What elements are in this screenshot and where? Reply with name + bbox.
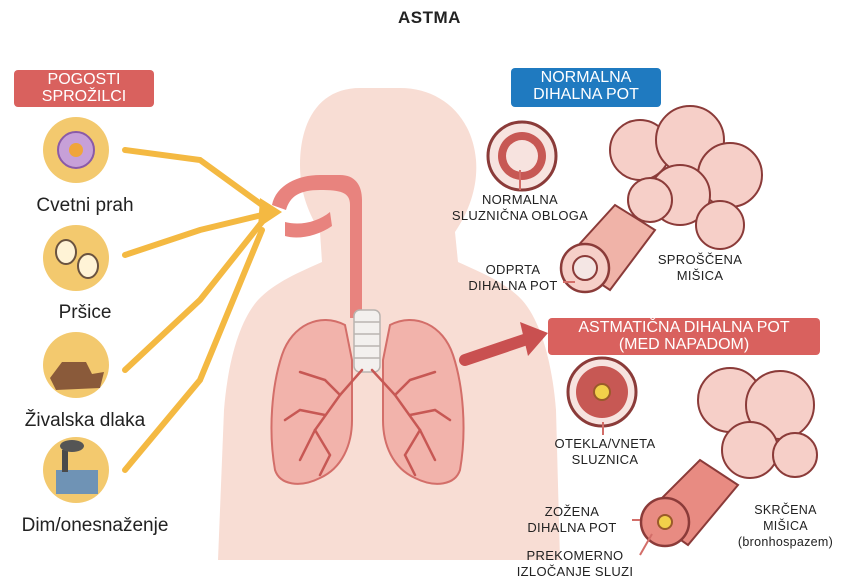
page-title: ASTMA (0, 8, 859, 28)
dust-mite-icon (43, 225, 109, 291)
trigger-label-pets: Živalska dlaka (0, 410, 170, 432)
normal-lining-label: NORMALNA SLUZNIČNA OBLOGA (430, 192, 610, 224)
trigger-label-smoke: Dim/onesnaženje (0, 515, 190, 537)
normal-airway-cross-section (488, 122, 556, 190)
pets-icon (43, 332, 109, 398)
constricted-muscle-line3: (bronhospazem) (718, 534, 853, 550)
excess-mucus-line1: PREKOMERNO (500, 548, 650, 564)
narrowed-airway-line1: ZOŽENA (512, 504, 632, 520)
excess-mucus-label: PREKOMERNO IZLOČANJE SLUZI (500, 548, 650, 580)
trigger-label-pollen: Cvetni prah (0, 195, 170, 217)
swollen-lining-line2: SLUZNICA (535, 452, 675, 468)
trachea (354, 310, 380, 372)
constricted-muscle-line2: MIŠICA (718, 518, 853, 534)
asthmatic-airway-cross-section (568, 358, 636, 426)
asthmatic-heading-line1: ASTMATIČNA DIHALNA POT (548, 319, 820, 336)
open-airway-line1: ODPRTA (458, 262, 568, 278)
constricted-muscle-label: SKRČENA MIŠICA (bronhospazem) (718, 502, 853, 550)
normal-airway-heading-line1: NORMALNA (511, 69, 661, 86)
relaxed-muscle-label: SPROŠČENA MIŠICA (640, 252, 760, 284)
relaxed-muscle-line1: SPROŠČENA (640, 252, 760, 268)
open-airway-label: ODPRTA DIHALNA POT (458, 262, 568, 294)
normal-lining-line1: NORMALNA (430, 192, 610, 208)
asthmatic-airway-heading: ASTMATIČNA DIHALNA POT (MED NAPADOM) (548, 318, 820, 355)
triggers-heading: POGOSTI SPROŽILCI (14, 70, 154, 107)
constricted-muscle-line1: SKRČENA (718, 502, 853, 518)
open-airway-line2: DIHALNA POT (458, 278, 568, 294)
asthmatic-heading-line2: (MED NAPADOM) (548, 336, 820, 353)
trigger-label-mites: Pršice (0, 302, 170, 324)
narrowed-airway-label: ZOŽENA DIHALNA POT (512, 504, 632, 536)
triggers-heading-line1: POGOSTI (14, 71, 154, 88)
relaxed-muscle-line2: MIŠICA (640, 268, 760, 284)
narrowed-airway-line2: DIHALNA POT (512, 520, 632, 536)
normal-airway-heading-line2: DIHALNA POT (511, 86, 661, 103)
excess-mucus-line2: IZLOČANJE SLUZI (500, 564, 650, 580)
normal-airway-heading: NORMALNA DIHALNA POT (511, 68, 661, 107)
factory-smoke-icon (43, 437, 109, 503)
swollen-lining-line1: OTEKLA/VNETA (535, 436, 675, 452)
pollen-flower-icon (43, 117, 109, 183)
normal-lining-line2: SLUZNIČNA OBLOGA (430, 208, 610, 224)
swollen-lining-label: OTEKLA/VNETA SLUZNICA (535, 436, 675, 468)
triggers-heading-line2: SPROŽILCI (14, 88, 154, 105)
